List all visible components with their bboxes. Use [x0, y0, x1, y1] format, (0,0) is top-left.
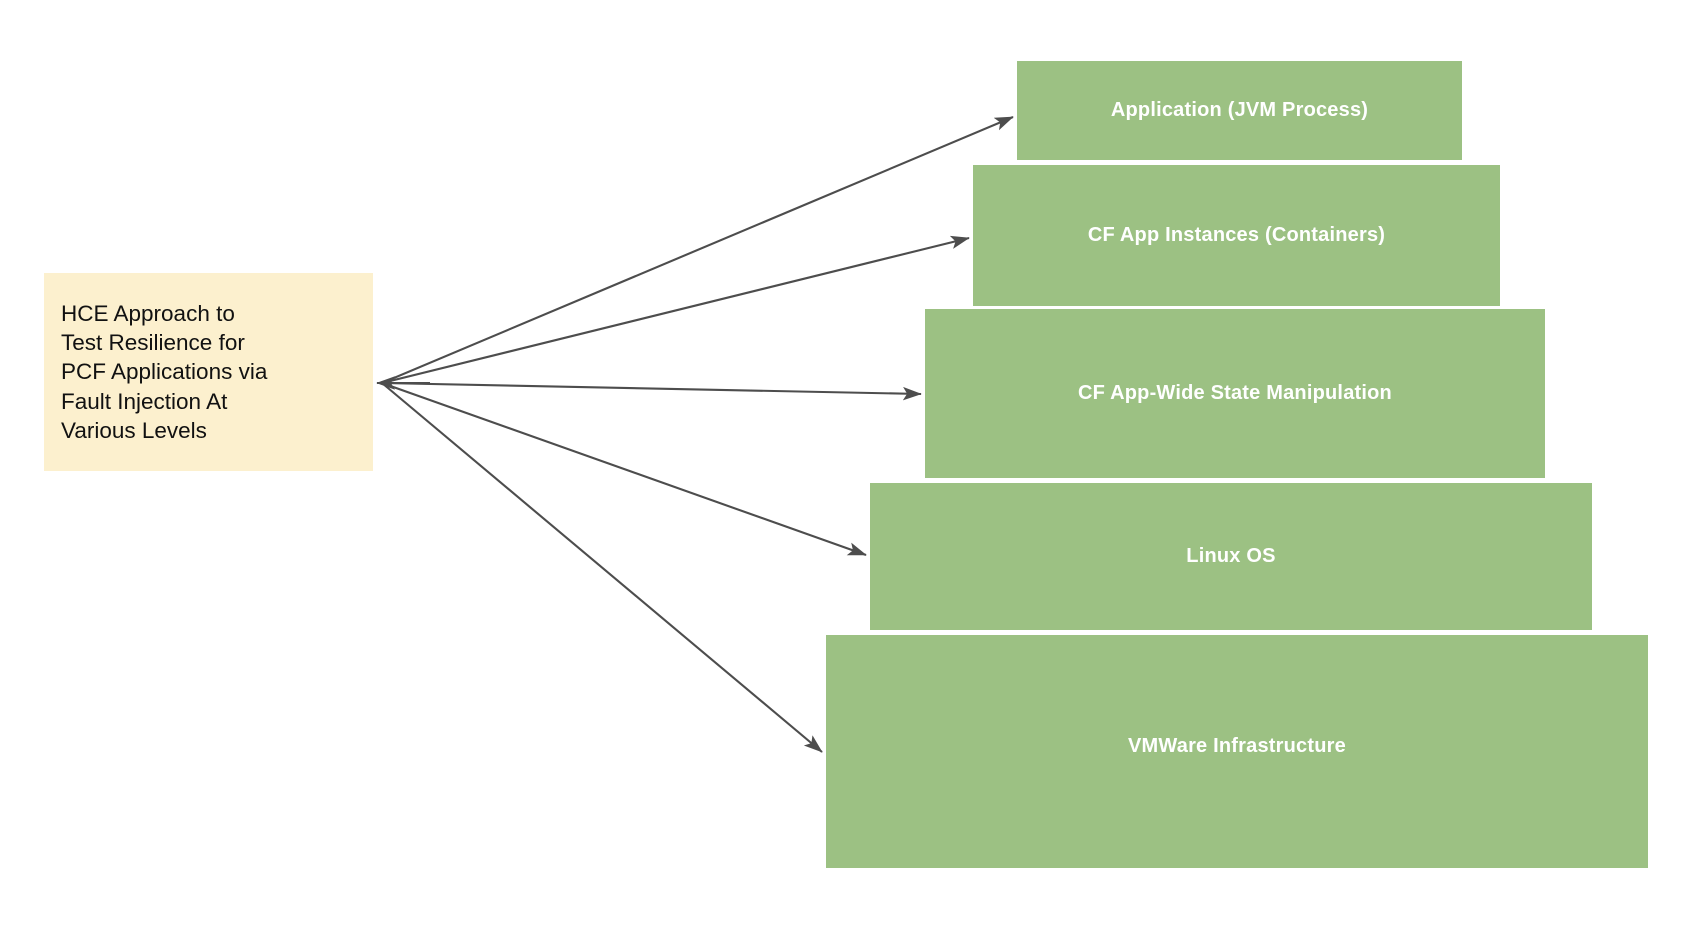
- layer-label-application-jvm-process: Application (JVM Process): [1110, 99, 1369, 121]
- layer-box-vmware-infrastructure[interactable]: VMWare Infrastructure: [826, 635, 1648, 868]
- layer-box-linux-os[interactable]: Linux OS: [870, 483, 1592, 630]
- layer-label-cf-app-instances-containers: CF App Instances (Containers): [1087, 224, 1386, 246]
- layer-label-vmware-infrastructure: VMWare Infrastructure: [1128, 735, 1346, 757]
- hce-approach-note-label: HCE Approach to Test Resilience for PCF …: [61, 300, 268, 443]
- layer-box-cf-app-wide-state-manipulation[interactable]: CF App-Wide State Manipulation: [925, 309, 1545, 478]
- hce-approach-note[interactable]: HCE Approach to Test Resilience for PCF …: [44, 273, 373, 471]
- layer-label-cf-app-wide-state-manipulation: CF App-Wide State Manipulation: [1078, 382, 1392, 404]
- connector-to-cf-appwide: [381, 381, 922, 401]
- connector-to-application: [381, 116, 1014, 384]
- layer-box-application-jvm-process[interactable]: Application (JVM Process): [1017, 61, 1462, 160]
- connector-to-vmware: [381, 382, 823, 753]
- connector-to-cf-instances: [381, 235, 970, 385]
- layer-label-linux-os: Linux OS: [1186, 545, 1276, 567]
- layer-box-cf-app-instances-containers[interactable]: CF App Instances (Containers): [973, 165, 1500, 306]
- connector-to-linux-os: [381, 382, 867, 556]
